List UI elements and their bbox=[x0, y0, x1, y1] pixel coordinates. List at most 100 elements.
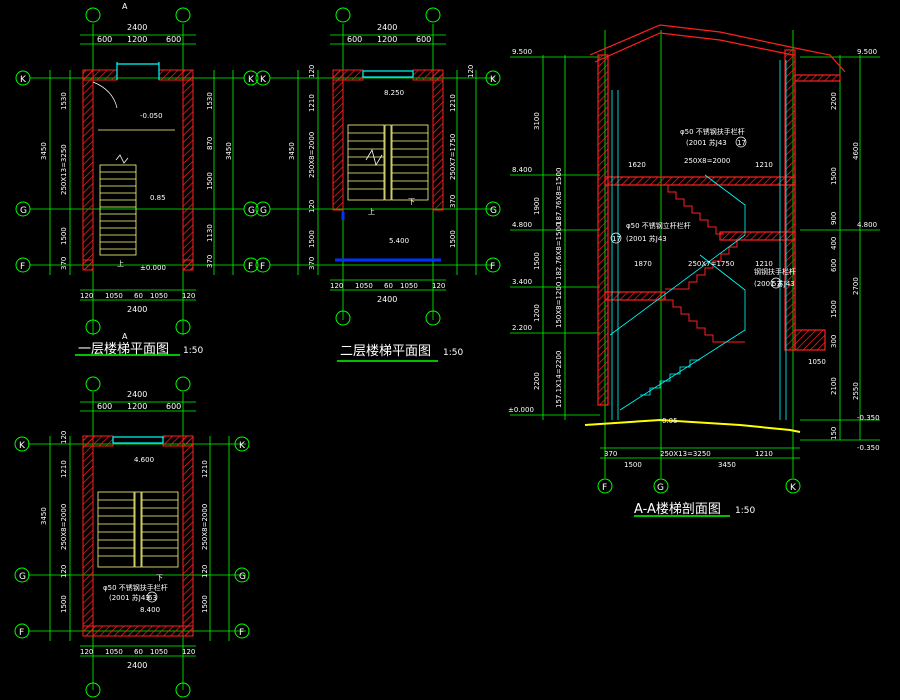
section-note3-circle-shape bbox=[770, 277, 782, 289]
plan3-arrow-down: 下 bbox=[156, 574, 163, 582]
plan3-note-circle-shape bbox=[146, 591, 158, 603]
plan2-axis-k-right: K bbox=[490, 75, 497, 85]
section-mid-dim-4: 1210 bbox=[755, 260, 773, 268]
plan2-left-part-1: 120 bbox=[308, 65, 316, 78]
plan-2 bbox=[255, 7, 501, 362]
plan2-bottom-total: 2400 bbox=[377, 295, 397, 304]
section-note1: φ50 不锈钢扶手栏杆 bbox=[680, 127, 745, 136]
plan3-labels: K K G G F F 2400 600 1200 600 120 1050 6… bbox=[19, 390, 246, 670]
plan3-left-part-4: 120 bbox=[60, 565, 68, 578]
plan2-bottom-part-1: 120 bbox=[330, 282, 343, 290]
plan1-top-part-2: 1200 bbox=[127, 35, 147, 44]
plan2-title: 二层楼梯平面图 bbox=[340, 344, 431, 359]
plan3-axis-k-left: K bbox=[19, 441, 26, 451]
plan1-right-total: 3450 bbox=[225, 142, 233, 160]
plan1-title: 一层楼梯平面图 bbox=[78, 342, 169, 357]
section-bottom-total: 3450 bbox=[718, 461, 736, 469]
plan3-bottom-part-2: 1050 bbox=[105, 648, 123, 656]
plan1-stair-flight bbox=[98, 129, 175, 256]
plan1-bottom-part-3: 60 bbox=[134, 292, 143, 300]
section-left-dim-2: 1900 bbox=[533, 197, 541, 215]
section-right-dim-11: 2550 bbox=[852, 382, 860, 400]
section-right-dim-12: 150 bbox=[830, 427, 838, 440]
plan3-axis-k-right: K bbox=[239, 441, 246, 451]
plan2-right-part-2: 1210 bbox=[449, 94, 457, 112]
section-left-level-1: 9.500 bbox=[512, 48, 532, 56]
section-left-dim-4: 1200 bbox=[533, 304, 541, 322]
plan2-bottom-part-4: 1050 bbox=[400, 282, 418, 290]
section-left-flight-3: 150X8=1200 bbox=[555, 282, 563, 328]
plan3-axis-f-left: F bbox=[19, 628, 24, 638]
plan3-note: φ50 不锈钢扶手栏杆 bbox=[103, 583, 168, 592]
plan1-bottom-part-4: 1050 bbox=[150, 292, 168, 300]
plan1-axis-g-right: G bbox=[248, 206, 255, 216]
section-bottom-left: 1500 bbox=[624, 461, 642, 469]
plan3-right-part-3: 120 bbox=[201, 565, 209, 578]
plan3-right-part-2: 250X8=2000 bbox=[201, 504, 209, 550]
plan2-right-part-5: 1500 bbox=[449, 230, 457, 248]
plan2-left-part-6: 370 bbox=[308, 257, 316, 270]
plan1-bottom-total: 2400 bbox=[127, 305, 147, 314]
plan3-left-part-1: 120 bbox=[60, 431, 68, 444]
plan2-labels: K K G G F F 2400 600 1200 600 120 1050 6… bbox=[260, 23, 497, 359]
plan3-top-total: 2400 bbox=[127, 390, 147, 399]
plan2-walls bbox=[332, 69, 444, 211]
section-title: A-A楼梯剖面图 bbox=[634, 502, 721, 517]
plan1-right-part-5: 370 bbox=[206, 255, 214, 268]
plan-1 bbox=[15, 7, 259, 356]
section-right-dim-9: 300 bbox=[830, 335, 838, 348]
plan2-top-part-1: 600 bbox=[347, 35, 362, 44]
plan2-left-part-3: 250X8=2000 bbox=[308, 132, 316, 178]
section-left-dim-1: 3100 bbox=[533, 112, 541, 130]
plan3-right-part-4: 1500 bbox=[201, 595, 209, 613]
plan3-top-part-1: 600 bbox=[97, 402, 112, 411]
plan3-note-ref: (2001 苏J43 bbox=[109, 593, 150, 602]
plan3-left-part-5: 1500 bbox=[60, 595, 68, 613]
section-mid-dim-1: 1620 bbox=[628, 161, 646, 169]
plan1-top-part-3: 600 bbox=[166, 35, 181, 44]
plan1-right-part-2: 870 bbox=[206, 137, 214, 150]
plan3-axis-lines bbox=[28, 392, 246, 690]
plan1-labels: K K G G F F A A 2400 600 1200 600 120 10… bbox=[20, 2, 255, 357]
plan2-left-part-4: 120 bbox=[308, 200, 316, 213]
section-right-dim-3: 1500 bbox=[830, 167, 838, 185]
plan3-top-part-3: 600 bbox=[166, 402, 181, 411]
section-handrails-cyan bbox=[609, 60, 787, 420]
section-note1-ref: (2001 苏J43 bbox=[686, 138, 727, 147]
plan1-axis-g-left: G bbox=[20, 206, 27, 216]
plan2-level-2: 5.400 bbox=[389, 237, 409, 245]
plan3-bottom-part-1: 120 bbox=[80, 648, 93, 656]
plan2-bottom-part-3: 60 bbox=[384, 282, 393, 290]
plan1-right-part-1: 1530 bbox=[206, 92, 214, 110]
section-stairs bbox=[660, 184, 745, 343]
plan2-axis-f-right: F bbox=[490, 262, 495, 272]
plan1-axis-f-right: F bbox=[248, 262, 253, 272]
section-right-dim-7: 2700 bbox=[852, 277, 860, 295]
section-left-flight-1: 187.76X8=1500 bbox=[555, 168, 563, 225]
plan1-axis-f-left: F bbox=[20, 262, 25, 272]
plan3-bottom-total: 2400 bbox=[127, 661, 147, 670]
plan1-arrow-up: 上 bbox=[117, 259, 124, 268]
section-scale: 1:50 bbox=[735, 506, 755, 516]
plan1-right-part-4: 1130 bbox=[206, 224, 214, 242]
section-left-flight-4: 157.1X14=2200 bbox=[555, 351, 563, 408]
plan3-left-part-2: 1210 bbox=[60, 460, 68, 478]
section-note2-circle-shape bbox=[610, 232, 622, 244]
section-left-flight-2: 182.76X8=1500 bbox=[555, 223, 563, 280]
section-note2: φ50 不锈钢立杆栏杆 bbox=[626, 221, 691, 230]
plan1-axis-k-left: K bbox=[20, 75, 27, 85]
plan1-level-2: 0.85 bbox=[150, 194, 166, 202]
section-right-dim-5: 400 bbox=[830, 237, 838, 250]
section-roof bbox=[589, 24, 846, 406]
plan2-left-part-2: 1210 bbox=[308, 94, 316, 112]
section-right-dim-6: 600 bbox=[830, 259, 838, 272]
section-left-level-5: 2.200 bbox=[512, 324, 532, 332]
plan1-scale: 1:50 bbox=[183, 346, 203, 356]
plan1-left-part-2: 250X13=3250 bbox=[60, 144, 68, 195]
section-note3-circle: 57 bbox=[772, 280, 781, 288]
plan3-left-total: 3450 bbox=[40, 507, 48, 525]
section-flight-text-1: 250X8=2000 bbox=[684, 157, 730, 165]
section-left-level-2: 8.400 bbox=[512, 166, 532, 174]
plan2-scale: 1:50 bbox=[443, 348, 463, 358]
